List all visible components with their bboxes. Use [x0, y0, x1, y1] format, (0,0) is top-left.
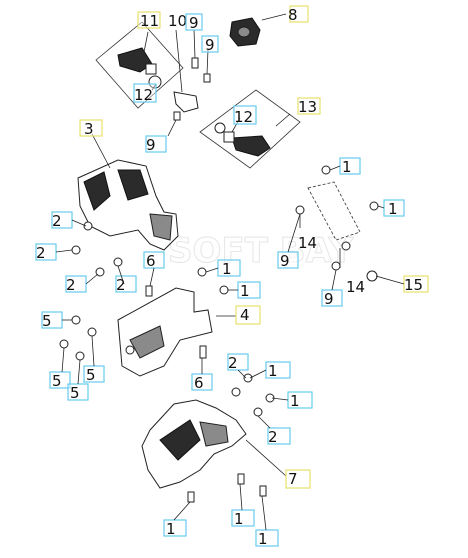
callout-2-a: 2 — [51, 211, 73, 230]
svg-text:5: 5 — [86, 366, 96, 384]
callout-5-c: 5 — [49, 371, 71, 390]
svg-text:2: 2 — [116, 276, 126, 294]
svg-text:14: 14 — [298, 234, 317, 252]
callout-14-a: 14 — [298, 234, 317, 252]
svg-text:9: 9 — [146, 136, 156, 154]
svg-text:5: 5 — [42, 312, 52, 330]
callout-leaders — [55, 165, 405, 531]
svg-text:5: 5 — [70, 384, 80, 402]
svg-text:1: 1 — [388, 200, 398, 218]
callout-9-top2: 9 — [201, 35, 219, 54]
part-7 — [141, 399, 287, 489]
callout-4: 4 — [235, 305, 261, 325]
callout-5-b: 5 — [83, 365, 105, 384]
svg-text:9: 9 — [205, 36, 215, 54]
callout-9-mid: 9 — [145, 135, 167, 154]
part-3 — [77, 133, 179, 251]
callout-8: 8 — [288, 5, 309, 24]
svg-text:2: 2 — [268, 428, 278, 446]
callout-1-f: 1 — [287, 391, 313, 410]
callout-1-c: 1 — [217, 259, 241, 278]
svg-text:2: 2 — [228, 354, 238, 372]
callout-2-c: 2 — [65, 275, 87, 294]
svg-text:9: 9 — [189, 14, 199, 32]
svg-text:1: 1 — [290, 392, 300, 410]
svg-text:11: 11 — [140, 12, 159, 30]
callout-6-b: 6 — [191, 373, 213, 392]
callout-2-e: 2 — [227, 353, 249, 372]
part-10 — [173, 29, 199, 113]
svg-text:12: 12 — [134, 86, 153, 104]
callout-7: 7 — [285, 469, 311, 489]
callout-2-b: 2 — [35, 243, 57, 262]
callout-9-right: 9 — [277, 251, 299, 270]
svg-text:6: 6 — [146, 252, 156, 270]
callout-12-right: 12 — [233, 105, 257, 126]
callout-11: 11 — [137, 11, 161, 30]
callout-1-d: 1 — [237, 281, 261, 300]
svg-text:13: 13 — [298, 98, 317, 116]
part-4 — [117, 287, 236, 377]
callout-1-a: 1 — [339, 157, 361, 176]
callout-15: 15 — [403, 275, 429, 294]
svg-text:2: 2 — [36, 244, 46, 262]
callout-1-h: 1 — [163, 519, 187, 538]
callout-5-a: 5 — [41, 311, 63, 330]
callout-1-i: 1 — [255, 529, 279, 548]
callout-1-e: 1 — [265, 361, 291, 380]
svg-text:1: 1 — [258, 530, 268, 548]
turn-signal-right-group — [199, 89, 301, 169]
svg-text:12: 12 — [234, 108, 253, 126]
svg-text:10: 10 — [168, 12, 187, 30]
callout-9-far: 9 — [321, 289, 343, 308]
callout-2-d: 2 — [115, 275, 137, 294]
svg-text:3: 3 — [84, 120, 94, 138]
part-8 — [229, 13, 287, 47]
svg-text:9: 9 — [280, 252, 290, 270]
svg-text:8: 8 — [288, 6, 298, 24]
callout-10: 10 — [168, 12, 187, 30]
callout-1-b: 1 — [383, 199, 405, 218]
svg-text:1: 1 — [166, 520, 176, 538]
watermark: SOFT BAY — [168, 231, 355, 272]
top-screws — [167, 29, 211, 137]
callout-6-a: 6 — [143, 251, 165, 270]
svg-text:1: 1 — [234, 510, 244, 528]
svg-text:9: 9 — [324, 290, 334, 308]
callout-14-b: 14 — [346, 278, 365, 296]
svg-text:1: 1 — [268, 362, 278, 380]
callout-3: 3 — [79, 119, 103, 138]
callout-5-d: 5 — [67, 383, 89, 402]
turn-signal-left-group — [95, 21, 184, 109]
callout-9-top: 9 — [185, 13, 203, 32]
svg-text:SOFT BAY: SOFT BAY — [168, 231, 354, 271]
svg-text:15: 15 — [404, 276, 423, 294]
callout-12-left: 12 — [133, 83, 157, 104]
svg-text:2: 2 — [66, 276, 76, 294]
svg-text:2: 2 — [52, 212, 62, 230]
svg-text:5: 5 — [52, 372, 62, 390]
svg-text:1: 1 — [222, 260, 232, 278]
svg-text:1: 1 — [240, 282, 250, 300]
svg-text:14: 14 — [346, 278, 365, 296]
svg-text:6: 6 — [194, 374, 204, 392]
callout-13: 13 — [297, 97, 321, 116]
callout-2-f: 2 — [267, 427, 291, 446]
svg-text:7: 7 — [288, 470, 298, 488]
svg-text:1: 1 — [342, 158, 352, 176]
svg-text:4: 4 — [240, 306, 250, 324]
callout-1-g: 1 — [231, 509, 255, 528]
